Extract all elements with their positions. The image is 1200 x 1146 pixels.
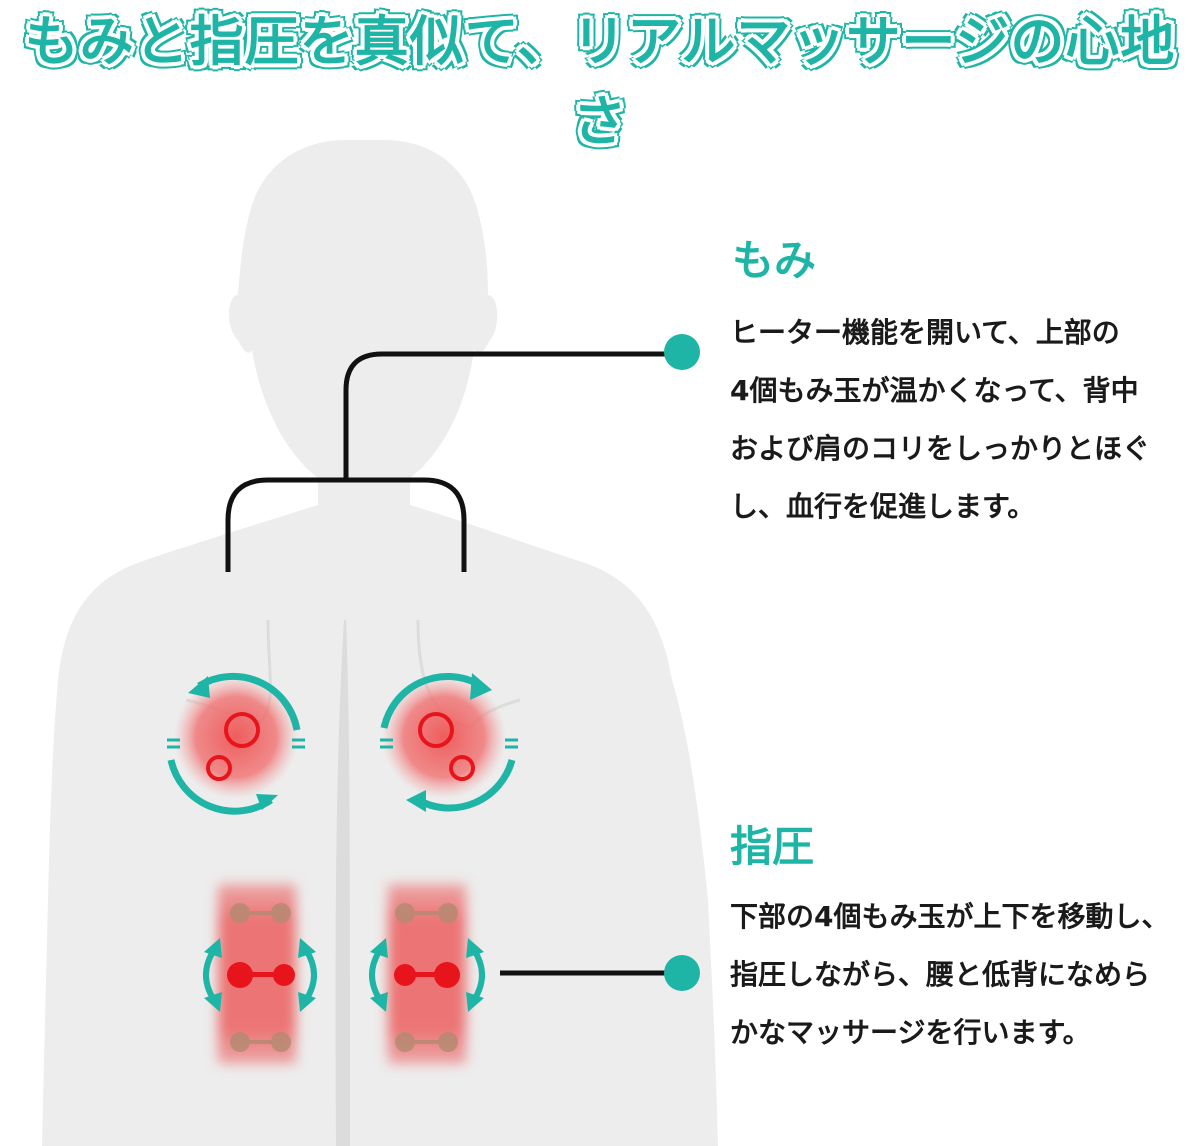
page-title: もみと指圧を真似て、リアルマッサージの心地さ — [24, 10, 1176, 153]
upper-right-massage-zone — [380, 672, 518, 812]
momi-heading: もみ — [732, 236, 817, 285]
shiatsu-connector — [500, 955, 700, 991]
momi-description: ヒーター機能を開いて、上部の 4個もみ玉が温かくなって、背中 および肩のコリをし… — [730, 304, 1180, 536]
momi-line: および肩のコリをしっかりとほぐ — [730, 432, 1151, 465]
lower-right-shiatsu-zone — [369, 884, 485, 1064]
circular-arrow-icon — [167, 672, 305, 815]
massage-ball-large — [224, 712, 260, 748]
massage-ball-small — [449, 755, 475, 781]
momi-connector — [225, 334, 700, 572]
shiatsu-line: 下部の4個もみ玉が上下を移動し、 — [730, 900, 1170, 933]
shiatsu-line: 指圧しながら、腰と低背になめら — [730, 958, 1151, 991]
lower-left-shiatsu-zone — [203, 884, 317, 1064]
momi-callout-dot-icon — [664, 334, 700, 370]
momi-line: 4個もみ玉が温かくなって、背中 — [730, 374, 1139, 407]
shiatsu-callout-dot-icon — [664, 955, 700, 991]
shiatsu-description: 下部の4個もみ玉が上下を移動し、 指圧しながら、腰と低背になめら かなマッサージ… — [730, 888, 1180, 1062]
massage-ball-small — [206, 755, 232, 781]
shiatsu-line: かなマッサージを行います。 — [730, 1016, 1091, 1049]
upper-left-massage-zone — [167, 672, 305, 815]
momi-line: し、血行を促進します。 — [730, 490, 1036, 523]
massage-ball-large — [418, 712, 454, 748]
circular-arrow-icon — [380, 672, 518, 812]
shiatsu-heading: 指圧 — [730, 822, 815, 871]
momi-line: ヒーター機能を開いて、上部の — [730, 316, 1120, 349]
